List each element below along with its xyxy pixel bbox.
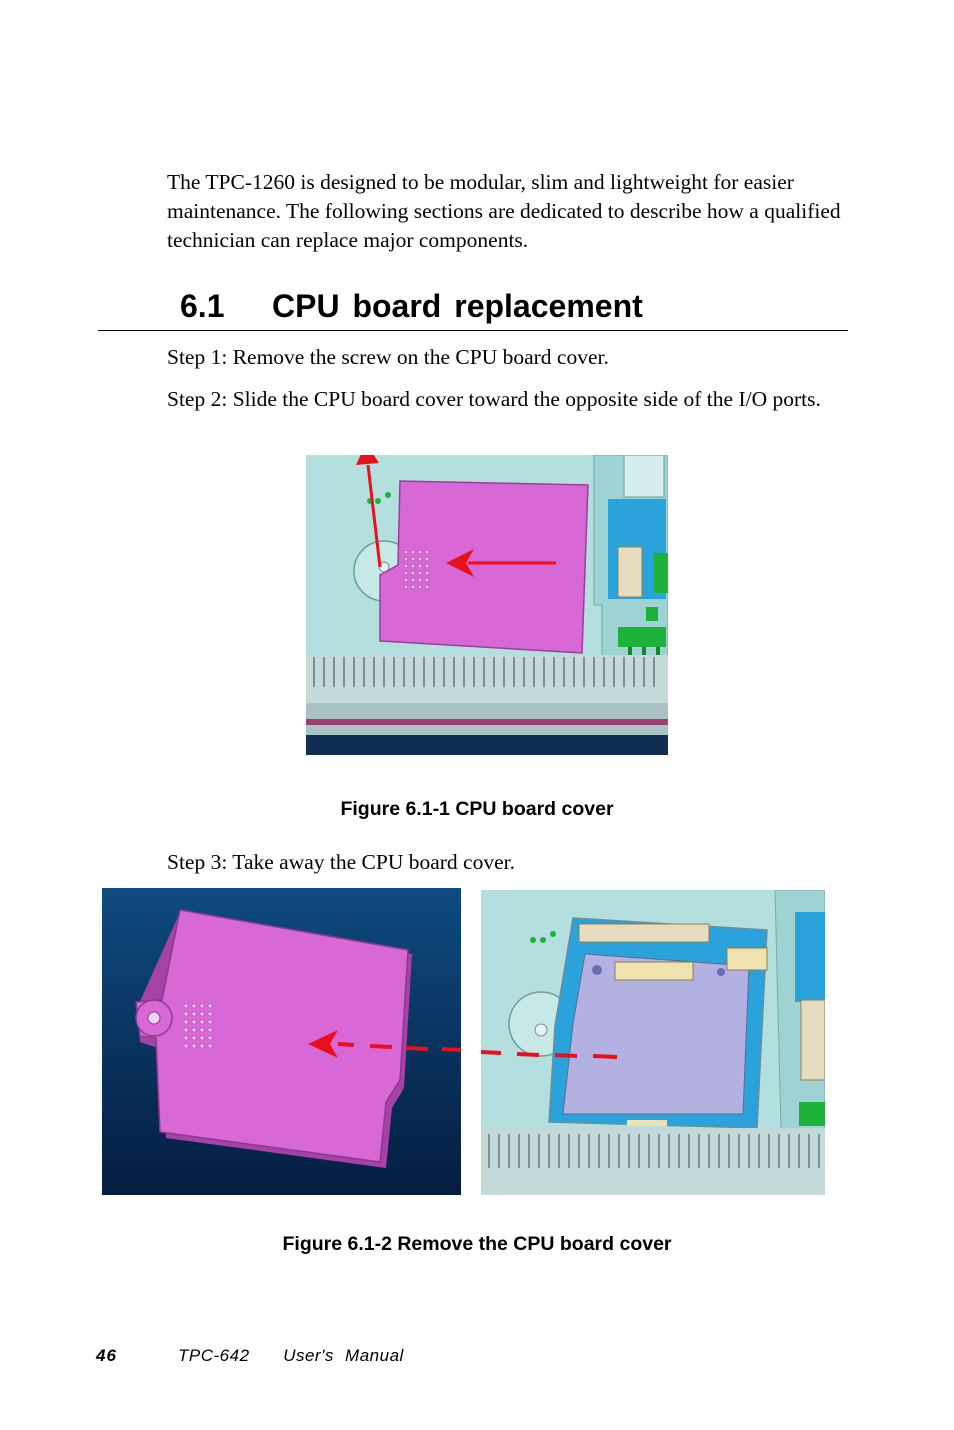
step-2-text: Step 2: Slide the CPU board cover toward… <box>167 387 821 411</box>
page-number: 46 <box>96 1346 117 1365</box>
cpu-board-cover <box>379 480 589 654</box>
figure-removed-cover <box>102 888 461 1195</box>
step-1-text: Step 1: Remove the screw on the CPU boar… <box>167 345 609 369</box>
remove-arrow-dashes-left <box>337 1042 461 1052</box>
slide-arrow-left <box>446 549 556 577</box>
section-number: 6.1 <box>180 288 225 324</box>
intro-paragraph: The TPC-1260 is designed to be modular, … <box>167 170 841 252</box>
section-title: CPU board replacement <box>272 288 643 324</box>
remove-arrow-head <box>308 1030 338 1058</box>
remove-arrow-dashes-right <box>481 1050 618 1059</box>
figure-1-caption: Figure 6.1-1 CPU board cover <box>340 798 614 820</box>
figure-exposed-board <box>481 890 825 1195</box>
figure-cpu-board-cover <box>306 455 668 755</box>
cpu-board-cover-removed <box>135 909 409 1163</box>
slide-arrow-up <box>356 455 382 568</box>
manual-title: TPC-642 User's Manual <box>178 1346 404 1365</box>
step-3-text: Step 3: Take away the CPU board cover. <box>167 850 515 874</box>
figure-2-caption: Figure 6.1-2 Remove the CPU board cover <box>282 1233 672 1255</box>
connector-green <box>654 553 668 593</box>
heading-rule <box>98 330 848 331</box>
section-heading: 6.1 CPU board replacement <box>180 286 643 326</box>
cpu-board <box>562 953 750 1115</box>
